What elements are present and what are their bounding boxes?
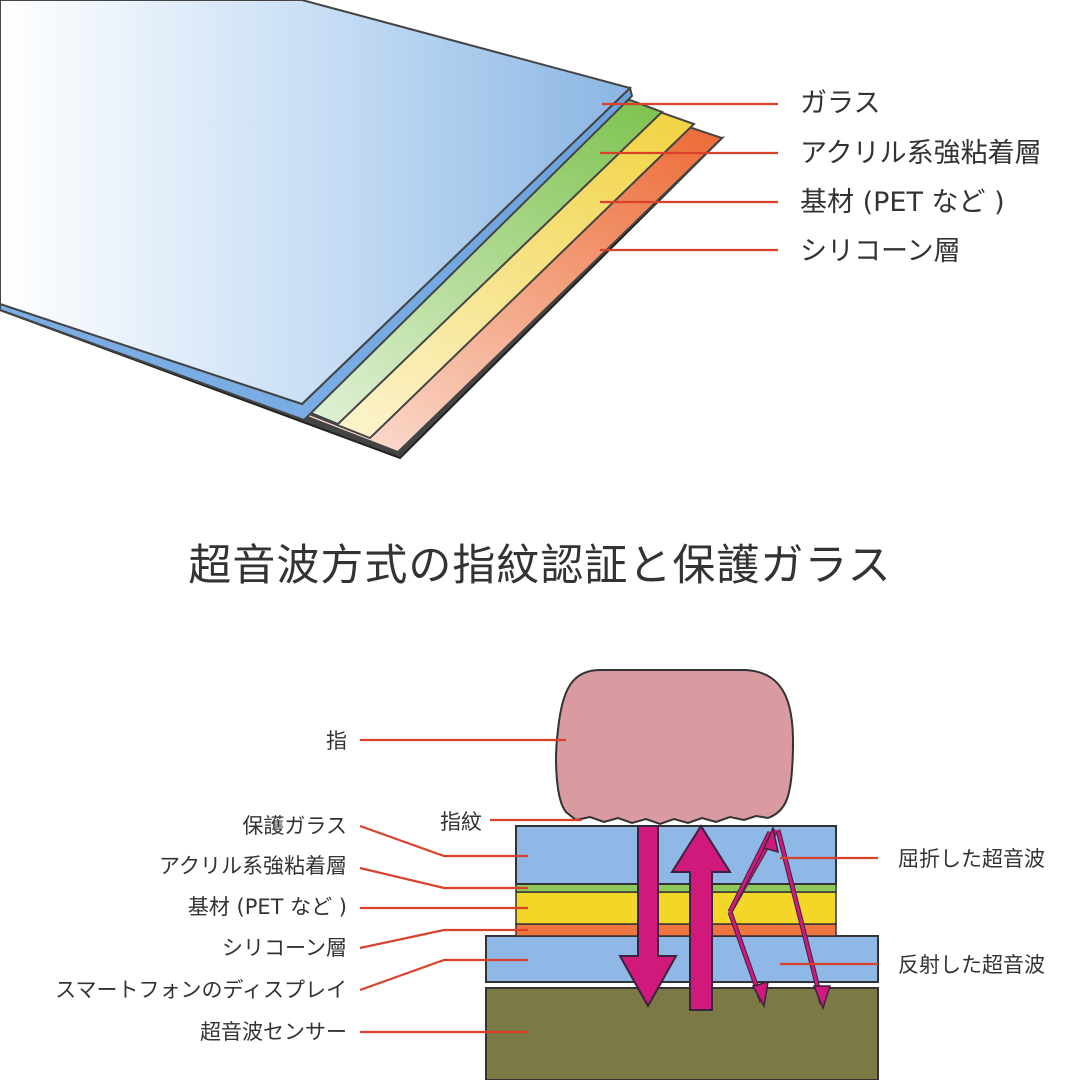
label-reflected: 反射した超音波 [898,953,1045,977]
label-glass: ガラス [800,88,880,119]
label-acrylic-bottom: アクリル系強粘着層 [159,854,347,878]
label-refracted: 屈折した超音波 [898,847,1045,871]
top-leader-lines [600,102,778,252]
label-finger: 指 [326,729,347,753]
label-display: スマートフォンのディスプレイ [55,978,347,1002]
silicone-layer-section [515,923,837,937]
substrate-layer-section [515,891,837,925]
leader-silicone-bottom [359,928,528,950]
leader-protective-glass [359,824,528,858]
label-fingerprint: 指紋 [440,810,482,834]
emitted-ultrasound-arrow [618,825,678,1009]
label-silicone: シリコーン層 [800,236,961,267]
leader-acrylic-bottom [359,866,528,890]
diagram-title: 超音波方式の指紋認証と保護ガラス [188,541,891,591]
ultrasonic-sensor-block [485,987,879,1080]
finger-shape [555,669,795,826]
leader-display [359,958,528,992]
label-sensor: 超音波センサー [200,1020,347,1044]
sensor-cross-section [485,669,879,1080]
label-substrate: 基材 (PET など ) [800,187,1005,218]
label-acrylic: アクリル系強粘着層 [800,138,1042,169]
glass-top-face [0,0,632,406]
reflected-ultrasound-arrow [670,824,732,1011]
label-protective-glass: 保護ガラス [242,814,347,838]
acrylic-layer-section [515,883,837,893]
layer-stack-illustration [0,0,726,460]
label-silicone-bottom: シリコーン層 [222,936,347,960]
display-layer [485,935,879,983]
label-substrate-bottom: 基材 (PET など ) [188,895,347,919]
bottom-leader-lines [359,738,878,1034]
